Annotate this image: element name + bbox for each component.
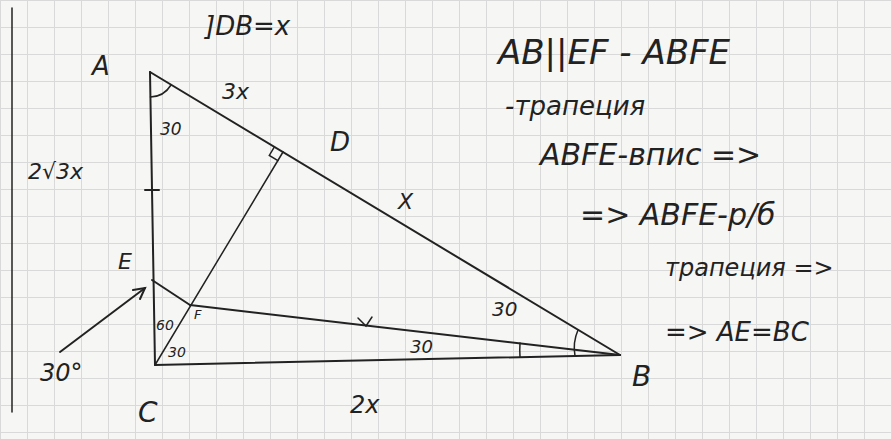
proof-note: ABFE-впис =>: [540, 138, 761, 171]
geometry-label: D: [330, 128, 350, 157]
geometry-label: 2x: [350, 392, 379, 418]
geometry-label: 60: [156, 318, 174, 333]
geometry-label: X: [398, 190, 413, 214]
proof-note: -трапеция: [505, 92, 645, 121]
geometry-label: C: [138, 398, 158, 429]
geometry-label: B: [632, 362, 651, 393]
geometry-label: ]DB=x: [205, 12, 290, 41]
geometry-label: 30: [492, 298, 517, 320]
geometry-label: F: [194, 308, 201, 322]
geometry-label: 30: [410, 337, 433, 357]
proof-note: AB||EF - ABFE: [498, 34, 730, 71]
geometry-label: 2√3x: [28, 160, 83, 184]
geometry-label: 3x: [222, 80, 249, 104]
geometry-label: E: [118, 250, 132, 274]
geometry-label: 30: [160, 120, 182, 139]
proof-note: => AE=BC: [665, 318, 809, 347]
proof-note: => ABFE-р/б: [580, 198, 776, 231]
geometry-label: 30: [168, 345, 186, 360]
proof-note: трапеция =>: [665, 255, 834, 281]
geometry-label: 30°: [40, 360, 83, 386]
geometry-label: A: [92, 52, 110, 81]
